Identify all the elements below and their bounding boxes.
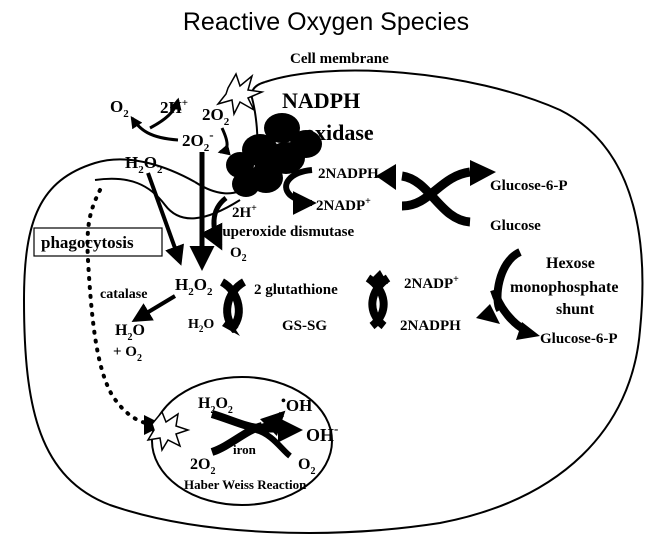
haber-weiss-label: Haber Weiss Reaction [184,477,307,492]
shunt-down-arrowhead [516,322,540,340]
superoxide-dismutase-label: Superoxide dismutase [214,224,355,240]
two-nadp-plus-label: 2NADP+ [316,196,371,214]
hw-crossover-d [255,427,292,459]
glucose-label: Glucose [490,218,541,234]
glucose6p-top-label: Glucose-6-P [490,178,567,194]
hw-h2o2-label: H2O2 [198,395,233,416]
burst-star-bottom [146,410,191,453]
shunt-left-arrowhead [476,304,500,324]
hw-o2-label: O2 [298,456,315,477]
h2o-left-label: H2O [115,322,145,343]
two-nadp-plus-mid-label: 2NADP+ [404,274,459,292]
h2o2-diagonal-arrow [146,172,184,266]
nadph-oxidase-complex [226,113,322,197]
glucose-crossover-a [400,171,471,227]
sod-2h-label: 2H+ [232,203,257,221]
oxidase-label: oxidase [304,120,374,145]
diagram-title: Reactive Oxygen Species [183,8,469,36]
two-o2-minus-label: 2O2- [182,127,214,154]
haber-weiss-vesicle [151,376,333,506]
two-glutathione-label: 2 glutathione [254,282,338,298]
hw-oh-minus-label: OH- [306,421,338,445]
glucose6p-arrowhead [470,160,496,186]
o2-to-superoxide-curve [217,127,231,156]
glutathione-arrowhead [222,318,240,336]
nadph-arrowhead [376,164,396,190]
sod-o2-label: O2 [230,245,247,264]
hw-oh-radical-label: •OH [281,394,312,415]
glucose-crossover-b [401,167,471,211]
catalase-arrow [131,294,177,323]
phagosome-pocket [94,177,241,220]
o2-top-label: O2 [110,97,129,120]
gs-sg-label: GS-SG [282,318,327,334]
hw-crossover-c [251,410,286,437]
cell-membrane-label: Cell membrane [290,51,389,67]
hw-2o2-label: 2O2 [190,456,215,477]
h2o2-center-label: H2O2 [175,275,213,298]
nadph-upper-curve [283,167,317,215]
two-h-curve [149,97,182,130]
o2-release-curve [130,116,179,142]
hexose-label: Hexose [546,255,595,272]
catalase-label: catalase [100,287,147,302]
two-o2-label: 2O2 [202,105,230,128]
h2o2-upper-label: H2O2 [125,153,163,176]
shunt-label: shunt [556,301,595,318]
phagocytosis-dotted-path [85,188,164,435]
sod-curve [199,196,228,251]
nadp-mid-arrowhead [368,270,388,284]
plus-o2-label: + O2 [113,344,142,364]
nadph-label: NADPH [282,88,360,113]
hw-iron-label: iron [233,442,257,457]
monophosphate-label: monophosphate [510,279,618,296]
h2o-mid-label: H2O [188,317,214,334]
cell-outline [22,69,644,534]
phagocytosis-box [33,227,163,257]
glucose6p-bottom-label: Glucose-6-P [540,331,617,347]
two-nadph-label: 2NADPH [318,166,379,182]
burst-star-top [215,72,265,117]
two-nadph-mid-label: 2NADPH [400,318,461,334]
